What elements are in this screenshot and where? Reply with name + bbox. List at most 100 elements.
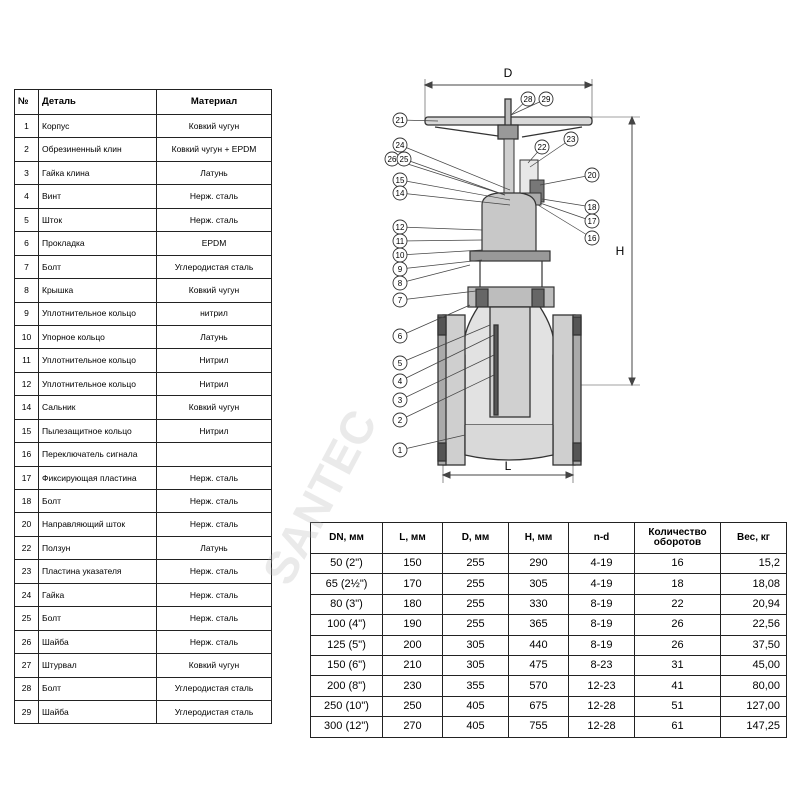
cell-no: 18 [14,488,39,514]
cell-d: 305 [442,654,509,677]
callout-label: 28 [524,95,533,104]
cell-material: Нерж. сталь [156,465,272,491]
cell-no: 22 [14,535,39,561]
callout-circle [538,91,554,107]
dimensions-table: DN, мм L, мм D, мм H, мм n-d Количество … [310,522,787,738]
callout-leader [399,144,511,191]
cell-no: 4 [14,184,39,209]
cell-turns: 41 [634,675,721,697]
cell-dn: 300 (12") [310,716,383,738]
cell-no: 24 [14,582,39,608]
cell-material: Нерж. сталь [156,559,272,584]
callout-circle [392,137,408,153]
cell-part: Уплотнительное кольцо [38,371,157,397]
cell-l: 230 [382,675,443,697]
cell-material: Углеродистая сталь [156,676,272,701]
header-no: № [14,89,39,115]
cell-no: 16 [14,442,39,467]
cell-part: Шток [38,207,157,233]
cell-dn: 100 (4") [310,614,383,636]
cell-part: Шайба [38,699,157,725]
callout-circle [534,139,550,155]
cell-dn: 200 (8") [310,675,383,697]
cell-d: 405 [442,716,509,738]
callout-label: 16 [588,234,597,243]
callout-circle [563,131,579,147]
callout-circle [584,213,600,229]
cell-turns: 22 [634,593,721,616]
callout-label: 4 [398,377,403,386]
header-l: L, мм [382,522,443,554]
callout-label: 1 [398,446,403,455]
cell-material: Нерж. сталь [156,512,272,537]
cell-l: 270 [382,716,443,738]
callout-leader [399,179,511,201]
cell-no: 7 [14,254,39,280]
cell-h: 290 [508,552,569,575]
cell-turns: 26 [634,634,721,656]
callout-label: 2 [398,416,403,425]
cell-material: Нерж. сталь [156,582,272,608]
callout-label: 22 [538,143,547,152]
callout-label: 24 [396,141,405,150]
dim-h-label: H [616,244,625,258]
cell-no: 15 [14,418,39,444]
cell-no: 25 [14,606,39,631]
dim-d-arrow-left [423,81,433,89]
cell-no: 27 [14,653,39,678]
cell-part: Штурвал [38,653,157,678]
callout-circle [584,230,600,246]
cell-part: Пластина указателя [38,559,157,584]
cell-l: 170 [382,573,443,595]
callout-circle [392,442,408,458]
cell-dn: 250 (10") [310,695,383,718]
callout-label: 20 [588,171,597,180]
cell-no: 10 [14,324,39,350]
dim-l-label: L [505,459,512,473]
cell-dn: 65 (2½") [310,573,383,595]
cell-h: 440 [508,634,569,656]
cell-dn: 150 (6") [310,654,383,677]
cell-part: Прокладка [38,231,157,256]
callout-leader [399,374,495,421]
cell-no: 5 [14,207,39,233]
callout-label: 23 [567,135,576,144]
callout-leader [399,259,483,270]
cell-part: Уплотнительное кольцо [38,348,157,373]
cell-material: Нитрил [156,348,272,373]
header-weight: Вес, кг [720,522,787,554]
cell-material: Ковкий чугун + EPDM [156,137,272,162]
cell-d: 305 [442,634,509,656]
cell-d: 255 [442,573,509,595]
cell-n-d: 4-19 [568,573,635,595]
cell-material: Нерж. сталь [156,629,272,655]
cell-turns: 31 [634,654,721,677]
valve-body-shape [437,306,582,466]
cell-weight: 147,25 [720,716,787,738]
cell-l: 150 [382,552,443,575]
callout-circle [396,151,412,167]
cell-part: Гайка [38,582,157,608]
cell-h: 365 [508,614,569,636]
callout-leader [399,434,466,451]
cell-n-d: 8-23 [568,654,635,677]
callout-leader [399,354,495,401]
cell-turns: 26 [634,614,721,636]
header-dn: DN, мм [310,522,383,554]
cell-n-d: 8-19 [568,593,635,616]
cell-h: 305 [508,573,569,595]
cell-n-d: 12-28 [568,716,635,738]
cell-part: Болт [38,254,157,280]
